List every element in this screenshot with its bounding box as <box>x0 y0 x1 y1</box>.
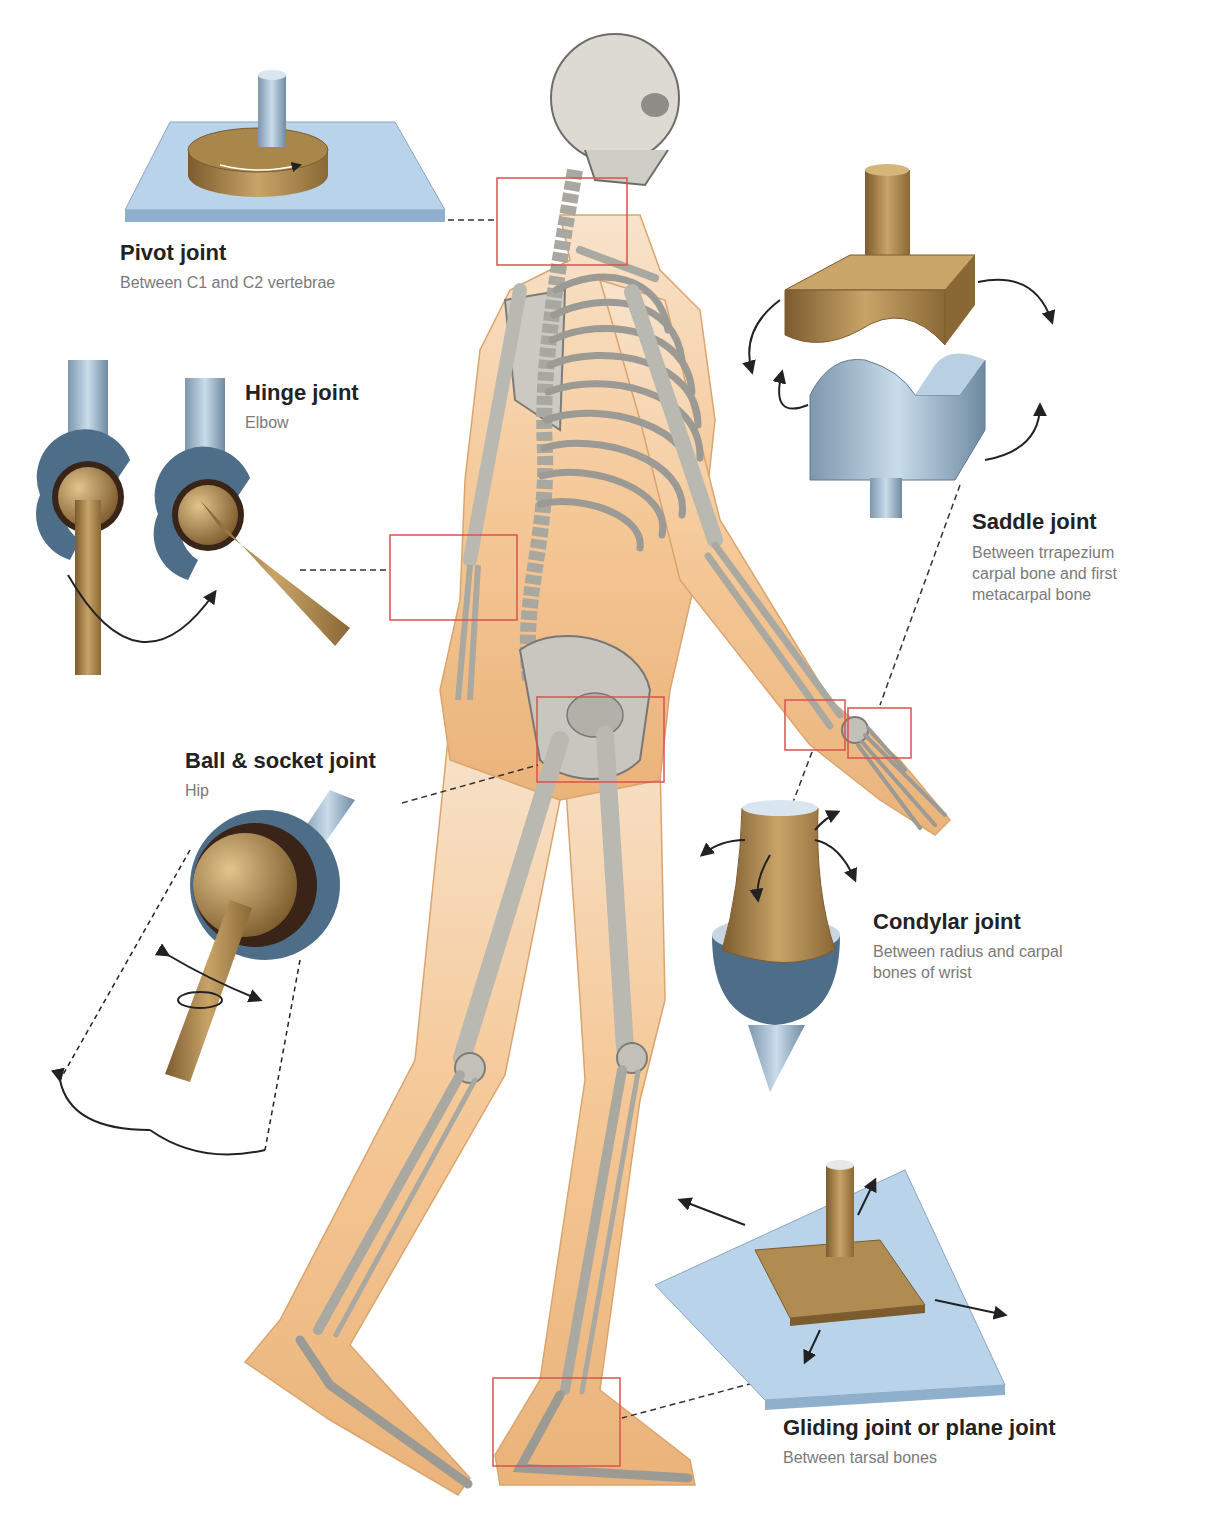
skeleton <box>520 636 650 779</box>
skeleton <box>462 740 560 1058</box>
joint-frame <box>390 535 517 620</box>
skeleton <box>567 693 623 737</box>
leader-line <box>792 752 812 805</box>
ball-socket-joint-model <box>60 850 190 1080</box>
gliding-joint-model <box>655 1160 1005 1410</box>
skeleton <box>318 1075 460 1330</box>
pivot-joint-model <box>258 70 286 80</box>
pivot-joint-model <box>125 210 445 222</box>
condylar-joint-model <box>742 800 818 816</box>
skeleton <box>641 93 669 117</box>
skeleton <box>868 728 905 770</box>
gliding-joint-model <box>826 1160 854 1170</box>
gliding-joint-model <box>765 1385 1005 1410</box>
saddle-joint-model <box>785 290 945 345</box>
skeleton <box>540 501 640 548</box>
leader-line <box>448 219 495 221</box>
joint-location: Between tarsal bones <box>783 1448 937 1469</box>
saddle-joint-model <box>779 372 808 409</box>
saddle-joint-model <box>945 255 975 345</box>
skeleton <box>300 34 945 1484</box>
gliding-joint-model <box>935 1300 1005 1315</box>
skeleton <box>336 1080 475 1335</box>
joint-name: Saddle joint <box>972 509 1097 535</box>
skeleton <box>632 292 715 540</box>
gliding-joint-model <box>826 1165 854 1257</box>
hinge-joint-model <box>75 500 101 675</box>
joint-location: Hip <box>185 781 209 802</box>
saddle-joint-model <box>865 170 910 265</box>
saddle-joint-model <box>785 255 975 290</box>
skeleton <box>842 717 868 743</box>
saddle-joint-model <box>978 280 1052 322</box>
saddle-joint-model <box>915 354 985 395</box>
joint-location: Between trrapezium carpal bone and first… <box>972 543 1152 605</box>
pivot-joint-model <box>220 165 300 170</box>
joint-name: Ball & socket joint <box>185 748 376 774</box>
skeleton <box>580 250 655 278</box>
ball-socket-joint-model <box>178 992 222 1008</box>
skeleton <box>582 1072 638 1392</box>
condylar-joint-model <box>722 808 835 963</box>
saddle-joint-model <box>870 478 902 518</box>
skeleton <box>865 735 945 815</box>
skeleton <box>715 545 840 715</box>
hinge-joint-model <box>200 500 350 646</box>
saddle-joint-model <box>749 164 1052 518</box>
ball-socket-joint-model <box>60 1080 150 1130</box>
hinge-joint-model <box>172 479 244 551</box>
ball-socket-joint-model <box>60 790 355 1155</box>
condylar-joint-model <box>702 800 855 1092</box>
body-silhouette <box>600 280 950 835</box>
hinge-joint-model <box>178 485 238 545</box>
ball-socket-joint-model <box>265 960 300 1150</box>
joint-name: Gliding joint or plane joint <box>783 1415 1056 1441</box>
ball-socket-joint-model <box>190 810 340 960</box>
condylar-joint-model <box>815 840 855 880</box>
skeleton <box>300 1340 468 1484</box>
gliding-joint-model <box>805 1330 820 1362</box>
joint-frame <box>493 1378 620 1466</box>
joint-frame <box>785 700 845 750</box>
skeleton <box>470 290 520 560</box>
condylar-joint-model <box>758 855 771 900</box>
hinge-joint-model <box>154 447 250 580</box>
ball-socket-joint-model <box>150 1130 265 1155</box>
saddle-joint-model <box>865 164 909 176</box>
condylar-joint-model <box>702 840 745 855</box>
saddle-joint-model <box>749 300 780 372</box>
joint-frame <box>537 697 664 782</box>
joint-frame <box>497 178 627 265</box>
joint-location: Elbow <box>245 413 289 434</box>
skeleton <box>862 742 935 825</box>
leader-line <box>402 765 538 803</box>
skeleton <box>565 1070 622 1390</box>
skeleton <box>470 565 478 700</box>
condylar-joint-model <box>748 1025 805 1092</box>
pivot-joint-model <box>258 75 286 147</box>
joint-name: Condylar joint <box>873 909 1021 935</box>
joint-name: Hinge joint <box>245 380 359 406</box>
joint-location: Between radius and carpal bones of wrist <box>873 942 1098 984</box>
joint-location: Between C1 and C2 vertebrae <box>120 273 335 294</box>
skeleton <box>528 170 575 680</box>
gliding-joint-model <box>790 1305 925 1326</box>
condylar-joint-model <box>815 812 838 830</box>
saddle-joint-model <box>985 405 1040 460</box>
leader-line <box>300 569 388 571</box>
gliding-joint-model <box>858 1180 875 1215</box>
skeleton <box>858 728 945 828</box>
gliding-joint-model <box>680 1200 745 1225</box>
joint-frame <box>848 708 911 758</box>
hinge-joint-model <box>36 360 350 675</box>
pivot-joint-model <box>125 70 445 222</box>
hinge-joint-model <box>68 575 215 642</box>
joint-name: Pivot joint <box>120 240 226 266</box>
body-silhouette <box>495 700 695 1485</box>
skeleton <box>551 34 679 162</box>
ball-socket-joint-model <box>193 823 317 947</box>
